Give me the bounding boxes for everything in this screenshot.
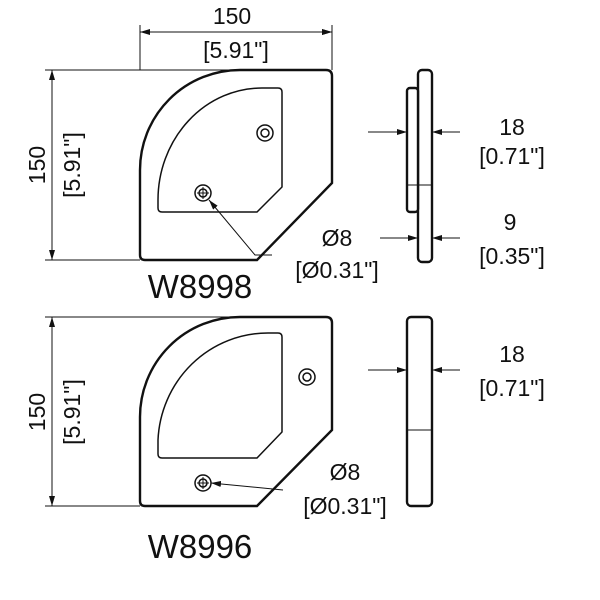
thickness-mm: 18 (499, 114, 525, 140)
width-mm: 150 (213, 3, 251, 29)
mounting-hole (256, 124, 274, 142)
w8998-dimensions (45, 25, 333, 261)
pocket-outline (157, 332, 283, 459)
w8996-front-view (138, 315, 334, 508)
height-in: [5.91"] (59, 132, 85, 198)
height-in: [5.91"] (59, 379, 85, 445)
raised-side (405, 86, 420, 214)
w8998-front-view (138, 68, 334, 262)
hole-mm: Ø8 (330, 459, 361, 485)
plate-side (405, 315, 434, 508)
w8998-side-view (368, 68, 460, 264)
base-in: [0.35"] (479, 243, 545, 269)
mounting-hole-dimensioned (194, 474, 212, 492)
hole-in: [Ø0.31"] (295, 257, 379, 283)
width-in: [5.91"] (203, 37, 269, 63)
height-mm: 150 (24, 146, 50, 184)
hole-mm: Ø8 (322, 225, 353, 251)
thickness-in: [0.71"] (479, 375, 545, 401)
w8996-side-view (368, 315, 460, 508)
height-mm: 150 (24, 393, 50, 431)
plate-outline (138, 68, 334, 262)
thickness-in: [0.71"] (479, 143, 545, 169)
hole-leader (210, 480, 284, 491)
pocket-outline (157, 87, 283, 213)
w8996-dimensions (45, 316, 240, 507)
plate-side (416, 68, 434, 264)
model-label: W8998 (148, 268, 253, 305)
model-label: W8996 (148, 528, 253, 565)
hole-in: [Ø0.31"] (303, 493, 387, 519)
hole-leader (208, 199, 272, 256)
plate-outline (138, 315, 334, 508)
thickness-mm: 18 (499, 341, 525, 367)
mounting-hole (298, 368, 316, 386)
mounting-hole-dimensioned (194, 184, 212, 202)
base-mm: 9 (504, 209, 517, 235)
